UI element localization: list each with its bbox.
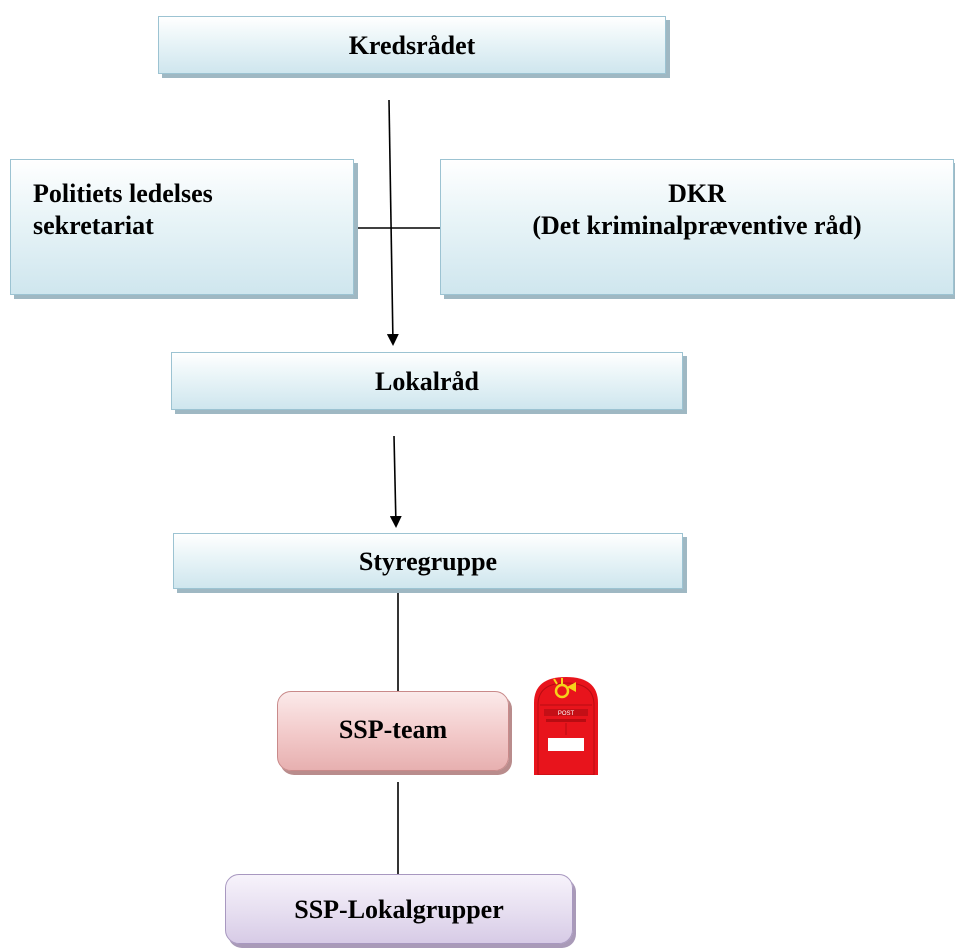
politiets-label-line2: sekretariat <box>33 211 154 240</box>
box-politiets-ledelses-sekretariat: Politiets ledelses sekretariat <box>10 159 354 295</box>
politiets-label: Politiets ledelses sekretariat <box>33 178 353 242</box>
arrow-kreds-to-lokal <box>386 99 399 346</box>
box-kredsraadet: Kredsrådet <box>158 16 666 74</box>
dkr-label-line2: (Det kriminalpræventive råd) <box>532 211 862 240</box>
box-styregruppe: Styregruppe <box>173 533 683 589</box>
styregruppe-label: Styregruppe <box>358 547 498 576</box>
box-dkr: DKR (Det kriminalpræventive råd) <box>440 159 954 295</box>
box-lokalraad: Lokalråd <box>171 352 683 410</box>
ssp-team-label: SSP-team <box>338 715 448 744</box>
politiets-label-line1: Politiets ledelses <box>33 179 213 208</box>
postbox-label: POST <box>558 711 575 717</box>
lokalraad-label: Lokalråd <box>374 367 480 396</box>
dkr-label-line1: DKR <box>668 179 726 208</box>
dkr-label: DKR (Det kriminalpræventive råd) <box>441 178 953 242</box>
postbox-icon: POST <box>534 677 598 775</box>
ssp-lokalgrupper-label: SSP-Lokalgrupper <box>294 895 504 924</box>
arrow-lokal-to-styre <box>389 435 402 528</box>
posthorn-emblem <box>553 678 576 699</box>
postbox-slot-plate <box>548 738 584 751</box>
kredsraadet-label: Kredsrådet <box>348 31 476 60</box>
box-ssp-lokalgrupper: SSP-Lokalgrupper <box>225 874 573 944</box>
box-ssp-team: SSP-team <box>277 691 509 771</box>
